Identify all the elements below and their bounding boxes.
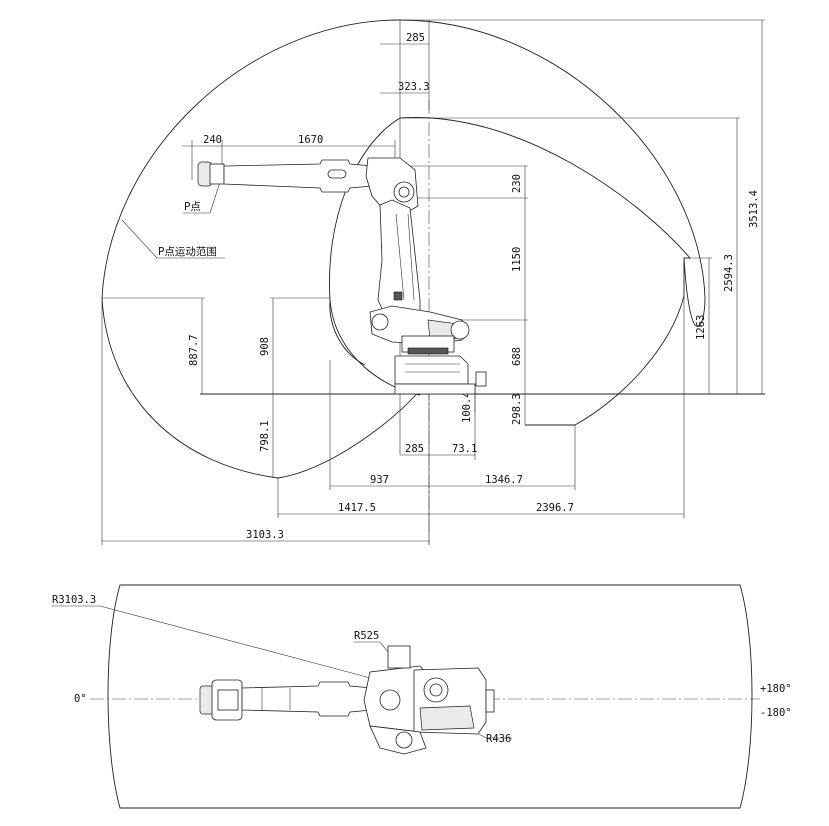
robot-top-profile (199, 645, 495, 755)
outer-reach-arc (101, 19, 706, 327)
dim-887-7: 887.7 (188, 334, 200, 366)
dim-285-bottom: 285 (405, 443, 424, 455)
r3103-label: R3103.3 (52, 594, 96, 606)
dim-2594-3: 2594.3 (723, 254, 735, 292)
p-range-leader (121, 219, 158, 259)
inner-reach-arc (399, 117, 691, 296)
dim-1346-7: 1346.7 (485, 474, 523, 486)
angle-pos180-label: +180° (760, 683, 792, 695)
dim-2396-7: 2396.7 (536, 502, 574, 514)
top-view: 0° +180° -180° R3103.3 R525 R436 (52, 584, 792, 809)
p-range-label: P点运动范围 (158, 245, 217, 258)
dim-1263: 1263 (695, 315, 707, 340)
dim-285-top: 285 (406, 32, 425, 44)
r3103-leader (99, 605, 379, 681)
dim-3103-3: 3103.3 (246, 529, 284, 541)
r525-label: R525 (354, 630, 379, 642)
dim-688: 688 (511, 347, 523, 366)
lower-reach-arc (277, 389, 421, 479)
angle-0-label: 0° (74, 693, 87, 705)
r436-label: R436 (486, 733, 511, 745)
dim-1417-5: 1417.5 (338, 502, 376, 514)
dim-298-3: 298.3 (511, 393, 523, 425)
inner-reach-left (329, 117, 421, 396)
dim-1150: 1150 (511, 247, 523, 272)
dim-230: 230 (511, 174, 523, 193)
top-view-envelope (107, 584, 753, 809)
dim-1670: 1670 (298, 134, 323, 146)
dim-937: 937 (370, 474, 389, 486)
dim-3513-4: 3513.4 (748, 190, 760, 228)
outer-reach-arc-lower (101, 297, 279, 479)
p-point-label: P点 (184, 201, 201, 213)
dim-100-4: 100.4 (461, 391, 473, 423)
dim-240: 240 (203, 134, 222, 146)
dim-908: 908 (259, 337, 271, 356)
inner-reach-right (525, 295, 685, 426)
dim-798-1: 798.1 (259, 420, 271, 452)
angle-neg180-label: -180° (760, 707, 792, 719)
dim-73-1: 73.1 (452, 443, 477, 455)
robot-side-profile (197, 157, 487, 395)
dim-323-3: 323.3 (398, 81, 430, 93)
inner-lower-left (329, 299, 366, 366)
side-view: 285 323.3 240 1670 230 1150 688 298.3 10… (101, 19, 765, 545)
p-point-leader (209, 181, 221, 214)
